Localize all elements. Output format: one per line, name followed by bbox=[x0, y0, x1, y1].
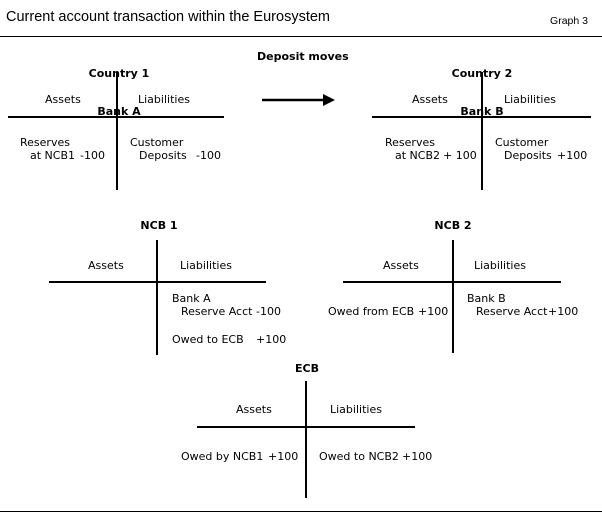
bank-a-vline bbox=[116, 72, 118, 190]
bank-b-liab-item-1: Customer bbox=[495, 136, 549, 149]
ncb2-liabilities-header: Liabilities bbox=[474, 259, 526, 272]
ecb-asset-item: Owed by NCB1 bbox=[181, 450, 264, 463]
ncb2-assets-header: Assets bbox=[383, 259, 419, 272]
bank-a-asset-item-1: Reserves bbox=[20, 136, 70, 149]
ecb-liabilities-header: Liabilities bbox=[330, 403, 382, 416]
bottom-rule bbox=[0, 511, 602, 512]
bank-a-assets-header: Assets bbox=[45, 93, 81, 106]
ncb1-vline bbox=[156, 240, 158, 355]
ncb1-liabilities-header: Liabilities bbox=[180, 259, 232, 272]
ncb2-asset-value: +100 bbox=[418, 305, 449, 318]
ecb-title: ECB bbox=[295, 362, 319, 375]
bank-a-liab-value: -100 bbox=[196, 149, 221, 162]
ncb2-vline bbox=[452, 240, 454, 353]
bank-a-liab-item-1: Customer bbox=[130, 136, 184, 149]
bank-a-title: Country 1 Bank A bbox=[84, 43, 154, 144]
ncb2-liab-item-2: Reserve Acct bbox=[476, 305, 548, 318]
ncb1-assets-header: Assets bbox=[88, 259, 124, 272]
bank-a-liab-item-2: Deposits bbox=[139, 149, 187, 162]
bank-b-liabilities-header: Liabilities bbox=[504, 93, 556, 106]
ecb-liab-item: Owed to NCB2 bbox=[319, 450, 399, 463]
bank-b-liab-value: +100 bbox=[557, 149, 588, 162]
ncb2-asset-item: Owed from ECB bbox=[328, 305, 415, 318]
arrow-label: Deposit moves bbox=[257, 50, 349, 63]
bank-a-liabilities-header: Liabilities bbox=[138, 93, 190, 106]
bank-b-asset-item-2: at NCB2 bbox=[395, 149, 441, 162]
ncb1-liab-item-2-value: +100 bbox=[256, 333, 287, 346]
bank-a-asset-value: -100 bbox=[80, 149, 105, 162]
bank-b-liab-item-2: Deposits bbox=[504, 149, 552, 162]
bank-b-vline bbox=[481, 72, 483, 190]
bank-b-asset-value: + 100 bbox=[443, 149, 477, 162]
ncb2-liab-value: +100 bbox=[548, 305, 579, 318]
bank-b-title: Country 2 Bank B bbox=[447, 43, 517, 144]
bank-b-title-line2: Bank B bbox=[460, 105, 504, 119]
ncb1-liab-item-1-value: -100 bbox=[256, 305, 281, 318]
ncb1-liab-item-2: Owed to ECB bbox=[172, 333, 244, 346]
ncb2-title: NCB 2 bbox=[434, 219, 472, 232]
bank-a-asset-item-2: at NCB1 bbox=[30, 149, 76, 162]
bank-b-asset-item-1: Reserves bbox=[385, 136, 435, 149]
ncb2-liab-item-1: Bank B bbox=[467, 292, 506, 305]
ncb1-title: NCB 1 bbox=[140, 219, 178, 232]
right-arrow-icon bbox=[262, 94, 335, 106]
ecb-assets-header: Assets bbox=[236, 403, 272, 416]
ecb-liab-value: +100 bbox=[402, 450, 433, 463]
ecb-asset-value: +100 bbox=[268, 450, 299, 463]
bank-a-title-line1: Country 1 bbox=[88, 67, 150, 81]
top-rule bbox=[0, 36, 602, 37]
figure-title: Current account transaction within the E… bbox=[6, 9, 330, 25]
bank-a-title-line2: Bank A bbox=[97, 105, 141, 119]
ecb-vline bbox=[305, 381, 307, 498]
bank-b-assets-header: Assets bbox=[412, 93, 448, 106]
bank-b-title-line1: Country 2 bbox=[451, 67, 513, 81]
graph-number: Graph 3 bbox=[550, 15, 588, 27]
ncb1-liab-item-1: Bank A bbox=[172, 292, 211, 305]
ncb1-liab-item-1-cont: Reserve Acct bbox=[181, 305, 253, 318]
